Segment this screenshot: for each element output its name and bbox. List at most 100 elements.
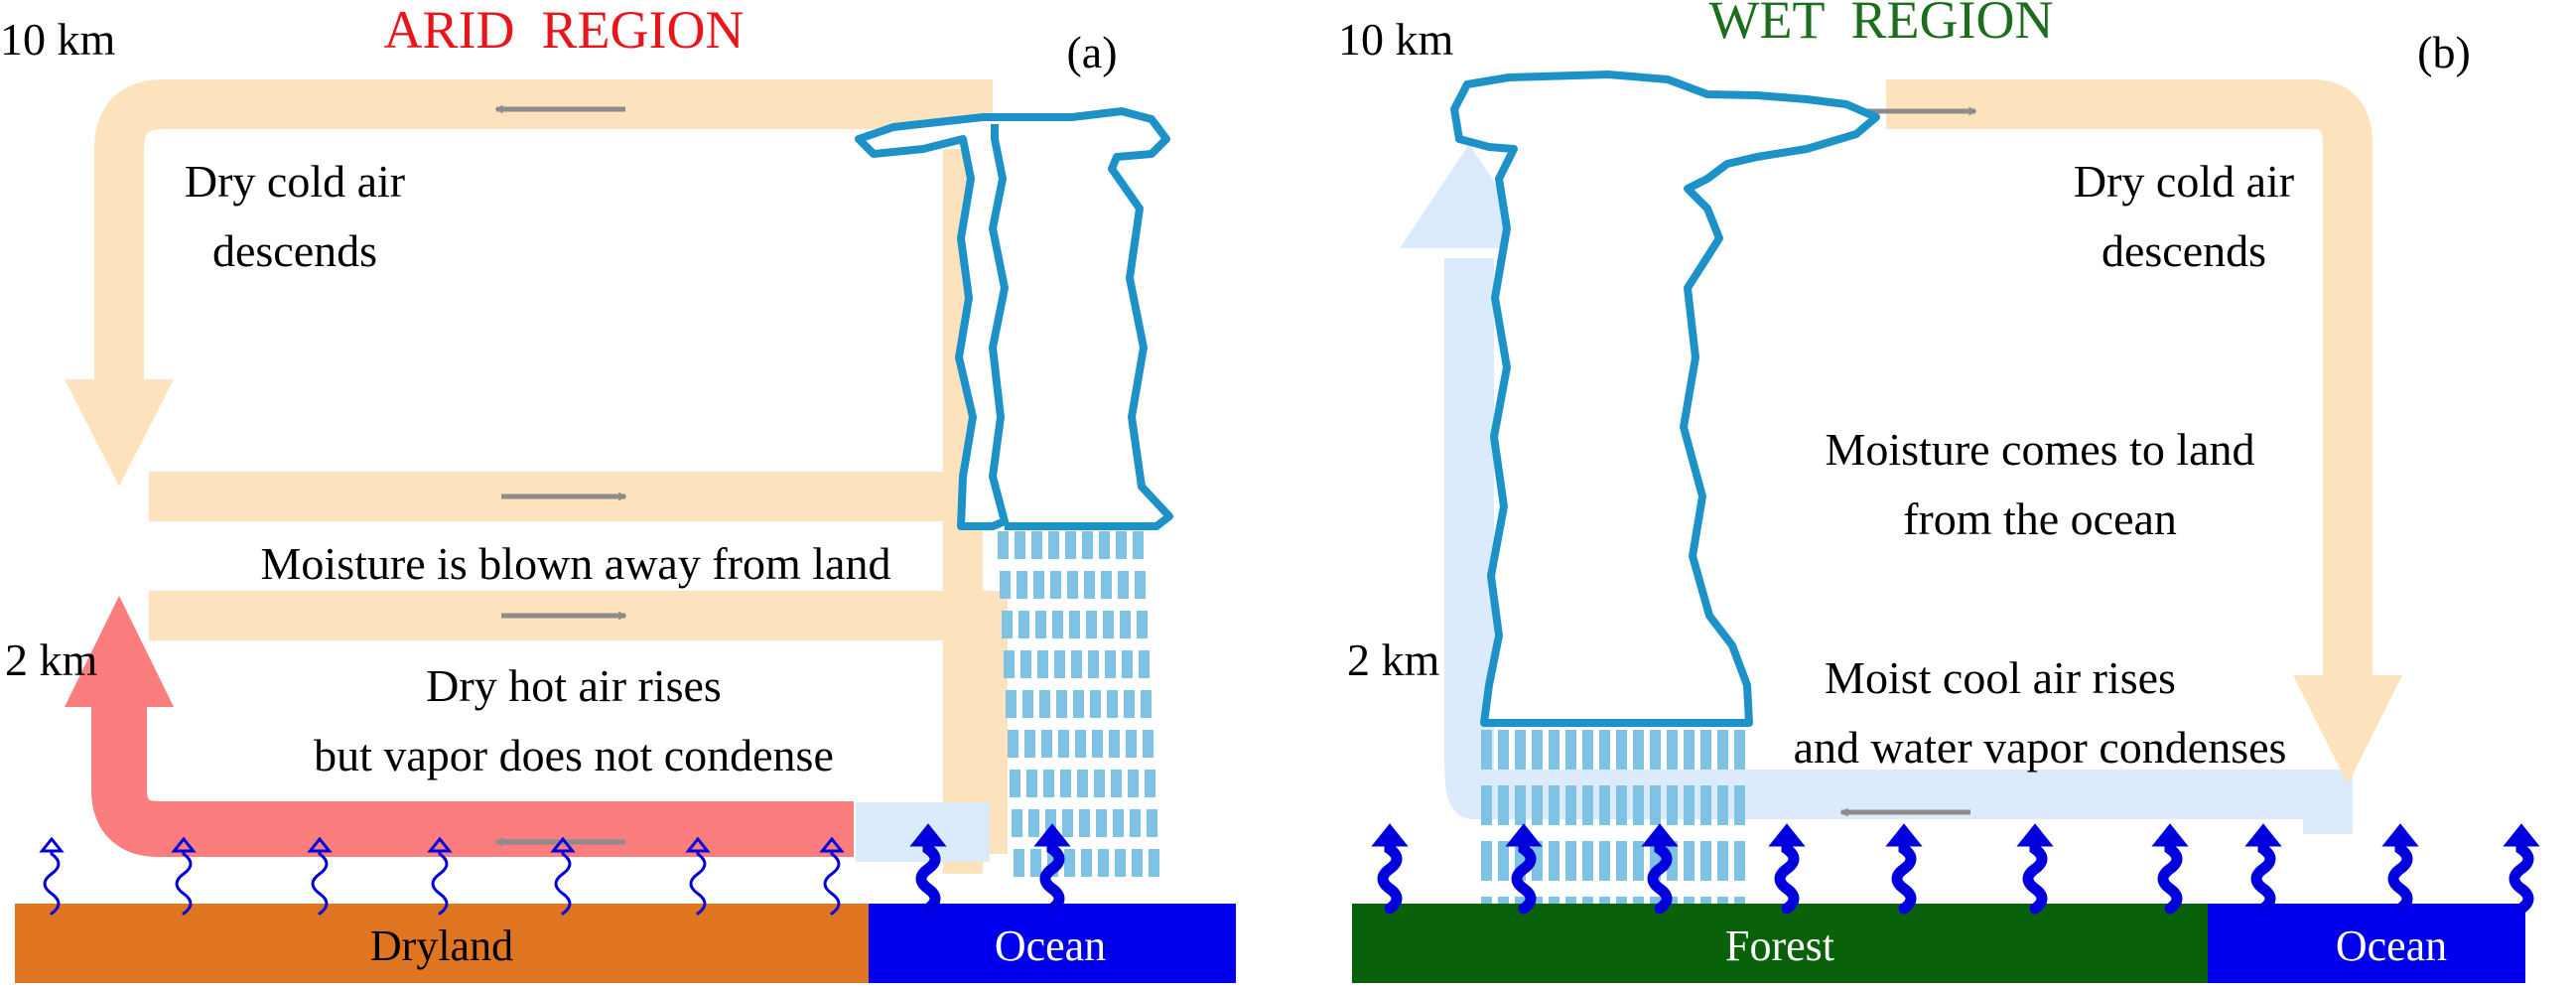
rain-dash <box>1515 841 1526 881</box>
rain-dash <box>1135 571 1146 599</box>
rain-dash <box>1734 730 1745 770</box>
rain-dash <box>1012 809 1022 837</box>
vapor-squiggle <box>2508 840 2534 915</box>
wet-title: WET REGION <box>1709 0 2054 50</box>
rain-dash <box>1008 730 1018 758</box>
rain-dash <box>1616 841 1627 881</box>
rain-dash <box>1599 730 1610 770</box>
rain-dash <box>1054 650 1065 678</box>
rain-dash <box>1081 849 1092 877</box>
rain-dash <box>1015 531 1025 559</box>
vapor-squiggle <box>431 849 449 916</box>
rain-dash <box>1667 841 1678 881</box>
rain-dash <box>1684 730 1695 770</box>
rain-dash <box>1060 770 1071 797</box>
vapor-squiggle <box>915 840 941 915</box>
rain-dash <box>1105 650 1116 678</box>
rain-dash <box>1498 730 1509 770</box>
ocean-label-b: Ocean <box>2336 921 2447 970</box>
rain-dash <box>1532 785 1543 825</box>
vapor-arrowhead <box>1641 823 1679 847</box>
rain-dash <box>1092 730 1103 758</box>
vapor-arrowhead <box>39 836 65 853</box>
rain-dash <box>1031 531 1042 559</box>
vapor-arrowhead <box>1033 823 1071 847</box>
vapor-squiggle <box>2250 840 2276 915</box>
altitude-10km-b: 10 km <box>1338 14 1454 65</box>
rain-dash <box>1090 690 1101 718</box>
vapor-squiggle <box>2387 840 2413 915</box>
wet-cloud-outline <box>1450 71 1880 727</box>
rain-dash <box>1147 809 1157 837</box>
rain-dash <box>1109 730 1120 758</box>
rain-dash <box>1050 571 1061 599</box>
rain-dash <box>1650 785 1661 825</box>
rain-dash <box>1022 690 1033 718</box>
arid-dry-cold-line2: descends <box>212 225 377 276</box>
rain-dash <box>1033 571 1044 599</box>
vapor-arrowhead <box>427 836 453 853</box>
rain-dash <box>1149 849 1159 877</box>
arid-lower-outflow <box>149 591 1008 854</box>
rain-dash <box>1700 785 1711 825</box>
rain-dash <box>1045 809 1056 837</box>
altitude-10km-a: 10 km <box>0 14 116 65</box>
rain-dash <box>1103 611 1114 638</box>
rain-dash <box>1082 531 1093 559</box>
rain-dash <box>1633 730 1644 770</box>
rain-dash <box>1071 650 1082 678</box>
rain-dash <box>1599 785 1610 825</box>
altitude-2km-a: 2 km <box>5 635 98 685</box>
rain-dash <box>1000 571 1011 599</box>
wet-vapor-thick <box>1371 823 2540 915</box>
ocean-strip-a <box>869 904 1236 983</box>
panel-tag-b: (b) <box>2417 27 2471 77</box>
vapor-arrowhead <box>307 836 333 853</box>
rain-dash <box>1734 785 1745 825</box>
vapor-arrowhead <box>1885 823 1923 847</box>
rain-dash <box>1130 809 1141 837</box>
rain-dash <box>1017 571 1027 599</box>
rain-dash <box>1700 730 1711 770</box>
vapor-arrowhead <box>819 836 845 853</box>
rain-dash <box>1077 770 1088 797</box>
rain-dash <box>1099 531 1110 559</box>
vapor-squiggle <box>1891 840 1917 915</box>
rain-dash <box>1650 841 1661 881</box>
vapor-squiggle <box>43 849 61 916</box>
vapor-squiggle <box>1647 840 1673 915</box>
rain-dash <box>1079 809 1090 837</box>
rain-dash <box>1717 730 1728 770</box>
arid-rain <box>998 531 1159 877</box>
rain-dash <box>1143 730 1153 758</box>
ocean-strip-b <box>2208 904 2525 983</box>
rain-dash <box>1515 785 1526 825</box>
rain-dash <box>1067 571 1078 599</box>
rain-dash <box>1582 841 1593 881</box>
rain-dash <box>1498 841 1509 881</box>
rain-dash <box>1565 730 1576 770</box>
rain-dash <box>1064 849 1075 877</box>
vapor-arrowhead <box>1768 823 1806 847</box>
rain-dash <box>1481 841 1492 881</box>
vapor-squiggle <box>689 849 707 916</box>
rain-dash <box>1024 730 1035 758</box>
rain-dash <box>1052 611 1063 638</box>
vapor-arrowhead <box>1371 823 1409 847</box>
vapor-squiggle <box>1377 840 1403 915</box>
dryland-strip <box>15 904 869 983</box>
vapor-arrowhead <box>2381 823 2419 847</box>
rain-dash <box>1062 809 1073 837</box>
wet-moist-air-tail <box>2214 770 2353 834</box>
arid-vapor-thick <box>909 823 1071 915</box>
arid-cold-air-arrowhead <box>65 379 174 487</box>
rain-dash <box>1126 730 1137 758</box>
rain-dash <box>1096 809 1107 837</box>
rain-dash <box>1145 770 1155 797</box>
arid-cloud-outline <box>855 107 1173 530</box>
rain-dash <box>1549 785 1559 825</box>
panel-arid: Dryland Ocean ARID REGION (a) 10 km 2 km… <box>0 0 1236 983</box>
rain-dash <box>1065 531 1076 559</box>
arid-vapor-thin <box>39 836 845 916</box>
